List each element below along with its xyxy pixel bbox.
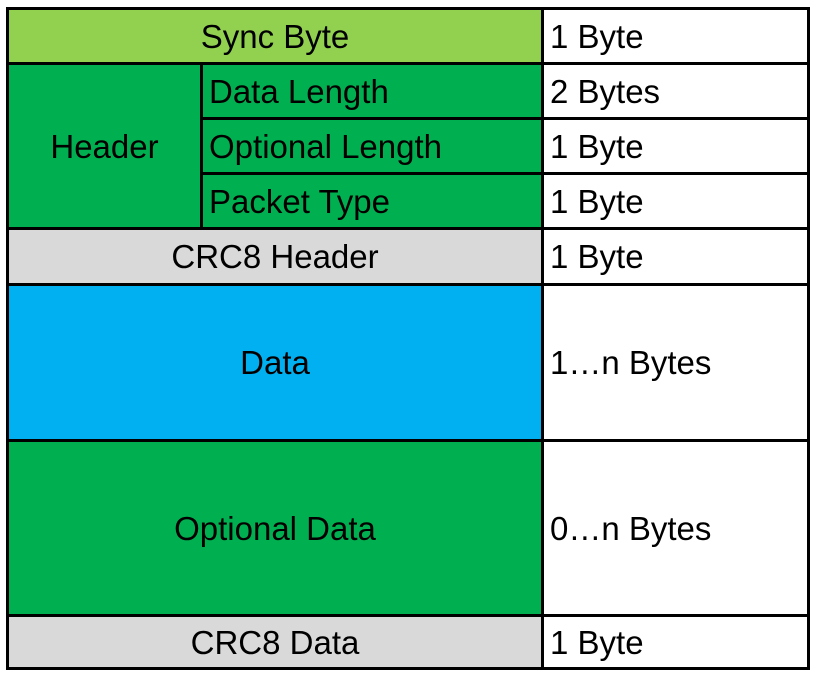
field-optional-data: Optional Data xyxy=(6,439,544,617)
field-data-length: Data Length xyxy=(200,62,544,120)
field-data: Data xyxy=(6,283,544,442)
field-optional-length: Optional Length xyxy=(200,117,544,175)
size-data: 1…n Bytes xyxy=(541,283,810,442)
field-sync-byte: Sync Byte xyxy=(6,7,544,65)
size-optional-length: 1 Byte xyxy=(541,117,810,175)
size-data-length: 2 Bytes xyxy=(541,62,810,120)
size-sync-byte: 1 Byte xyxy=(541,7,810,65)
group-header: Header xyxy=(6,62,203,230)
field-crc8-data: CRC8 Data xyxy=(6,614,544,670)
size-packet-type: 1 Byte xyxy=(541,172,810,230)
size-crc8-data: 1 Byte xyxy=(541,614,810,670)
size-crc8-header: 1 Byte xyxy=(541,227,810,286)
size-optional-data: 0…n Bytes xyxy=(541,439,810,617)
field-packet-type: Packet Type xyxy=(200,172,544,230)
field-crc8-header: CRC8 Header xyxy=(6,227,544,286)
